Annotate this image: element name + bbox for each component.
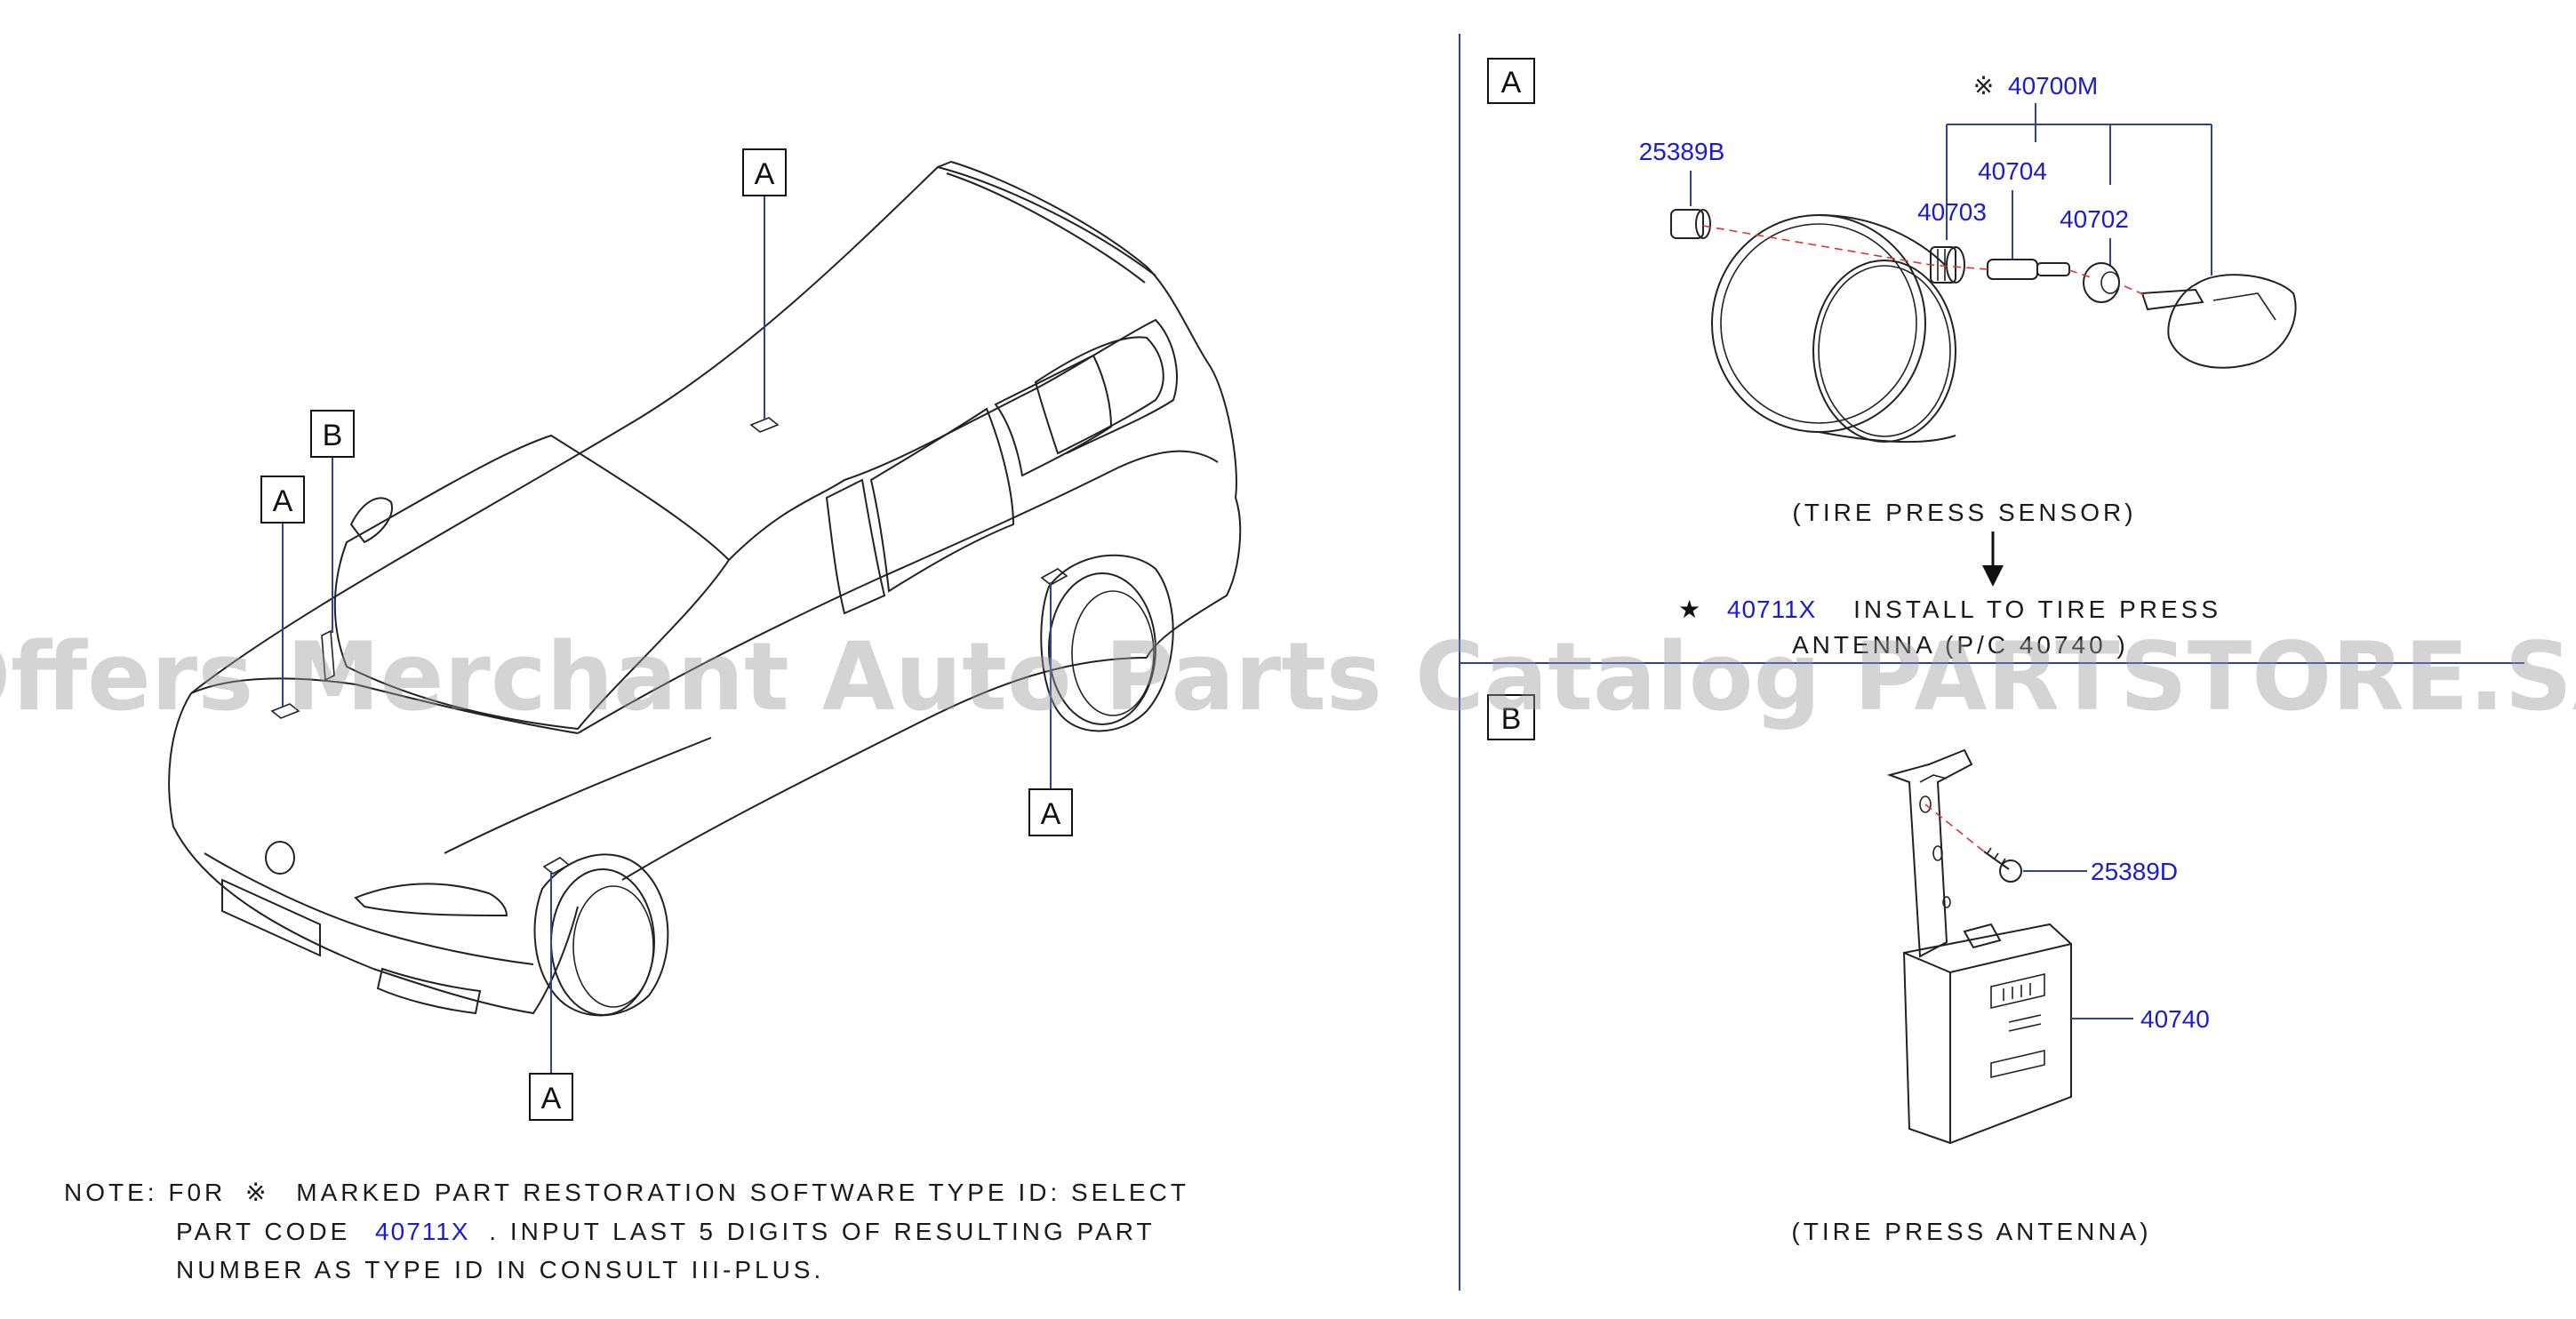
- vehicle-drawing: [168, 160, 1242, 1017]
- screw-centerline: [1924, 803, 1985, 852]
- callout-rear-wheel-label: A: [1041, 797, 1061, 831]
- tire-pressure-sensor: [2140, 274, 2297, 369]
- callout-dash-center: B: [310, 410, 355, 633]
- part-40703[interactable]: 40703: [1917, 198, 1987, 226]
- note-line2-start: PART CODE: [176, 1218, 350, 1245]
- valve-stem: [1987, 259, 2070, 280]
- part-40704[interactable]: 40704: [1978, 157, 2047, 185]
- callout-roof: A: [742, 148, 787, 420]
- callout-roof-label: A: [755, 157, 775, 191]
- seal: [2083, 262, 2120, 303]
- front-wheel: [533, 853, 669, 1017]
- note-part-link[interactable]: 40711X: [375, 1218, 469, 1245]
- part-25389b[interactable]: 25389B: [1639, 138, 1725, 165]
- section-a-tag: A: [1501, 66, 1522, 100]
- wheel-rim: [1711, 214, 1956, 444]
- callout-front-wheel: A: [529, 871, 573, 1121]
- callout-dash-left: A: [260, 476, 305, 707]
- section-b-tag: B: [1501, 702, 1522, 736]
- note-line1: MARKED PART RESTORATION SOFTWARE TYPE ID…: [296, 1179, 1189, 1206]
- callout-dash-left-label: A: [273, 484, 293, 518]
- part-25389d[interactable]: 25389D: [2091, 858, 2178, 885]
- note-line2-rest: . INPUT LAST 5 DIGITS OF RESULTING PART: [489, 1218, 1155, 1245]
- valve-nut: [1930, 246, 1965, 284]
- callout-dash-center-label: B: [323, 419, 343, 452]
- tire-press-sensor-caption: (TIRE PRESS SENSOR): [1792, 499, 2136, 526]
- rear-wheel: [1040, 554, 1174, 732]
- screw: [1983, 847, 2022, 883]
- svg-text:※ 40700M: ※ 40700M: [1973, 72, 2098, 100]
- assembly-centerline: [1702, 225, 2150, 298]
- svg-text:★ 40711X INSTALL: ★ 40711X INSTALL TO TIRE PRESS: [1678, 596, 2221, 623]
- watermark-text: Offers Merchant Auto Parts Catalog PARTS…: [0, 622, 2576, 731]
- tire-press-antenna-caption: (TIRE PRESS ANTENNA): [1791, 1218, 2151, 1245]
- section-a: A ※ 40700M 25389B 40704 40703 40702: [1487, 58, 2297, 659]
- note-block: NOTE: F0R ※ MARKED PART RESTORATION SOFT…: [64, 1179, 1189, 1283]
- section-b: B 25389D 40740: [1487, 694, 2210, 1245]
- svg-text:NOTE: F0R ※ MARKE: NOTE: F0R ※ MARKED PART RESTORATION SOFT…: [64, 1179, 1189, 1206]
- install-part-40711x[interactable]: 40711X: [1727, 596, 1816, 623]
- note-prefix: NOTE: F0R: [64, 1179, 226, 1206]
- part-40702[interactable]: 40702: [2060, 205, 2129, 233]
- restoration-mark-icon: ※: [245, 1179, 269, 1206]
- note-line3: NUMBER AS TYPE ID IN CONSULT III-PLUS.: [176, 1256, 824, 1283]
- install-instruction: INSTALL TO TIRE PRESS: [1853, 596, 2221, 623]
- install-antenna-line: ANTENNA (P/C 40740 ): [1792, 631, 2129, 659]
- callout-front-wheel-label: A: [541, 1082, 562, 1115]
- tire-press-antenna-module: [1902, 923, 2072, 1145]
- part-40700m[interactable]: 40700M: [2008, 72, 2098, 100]
- antenna-bracket: [1886, 748, 1973, 958]
- install-star-icon: ★: [1678, 596, 1704, 623]
- part-40740[interactable]: 40740: [2140, 1005, 2210, 1033]
- valve-cap: [1670, 209, 1711, 239]
- svg-text:PART CODE 40711X: PART CODE 40711X . INPUT LAST 5 DIGITS O…: [176, 1218, 1156, 1245]
- install-arrow: [1982, 532, 2004, 587]
- restoration-mark-icon: ※: [1973, 72, 1994, 100]
- callout-rear-wheel: A: [1028, 582, 1073, 836]
